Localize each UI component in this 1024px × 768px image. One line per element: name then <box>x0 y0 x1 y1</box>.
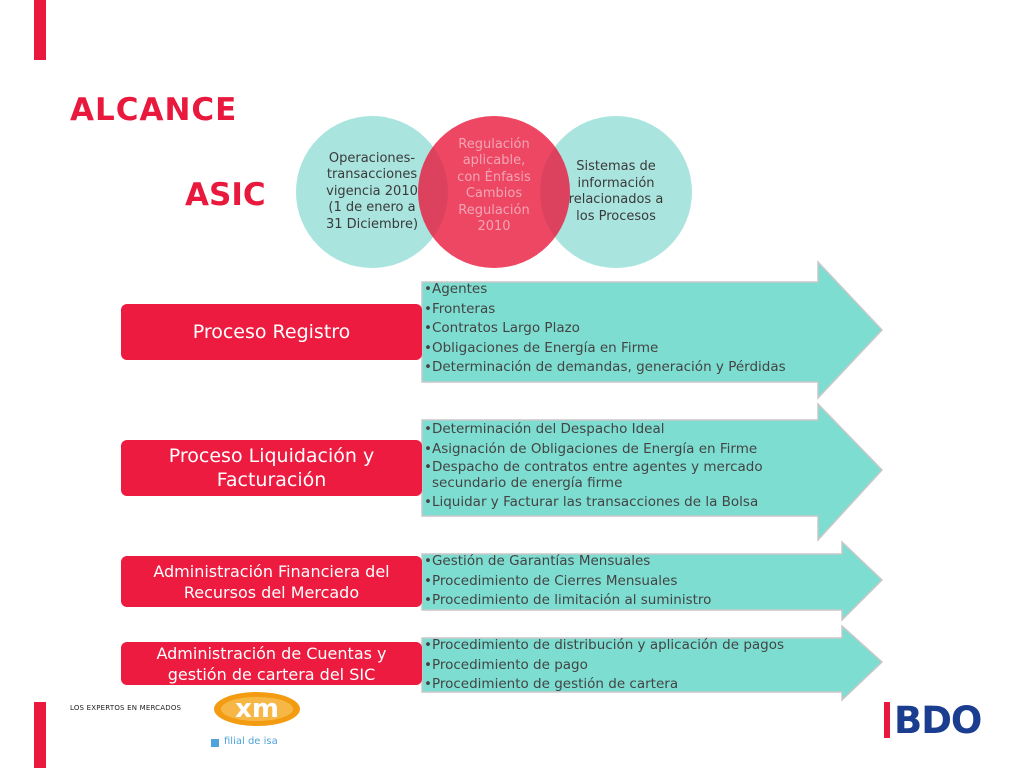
liquidacion-bullet-list: Determinación del Despacho Ideal Asignac… <box>424 420 824 513</box>
process-liquidacion-label: Proceso Liquidación y Facturación <box>168 445 375 491</box>
list-item: Procedimiento de limitación al suministr… <box>424 591 711 611</box>
slide-title: ALCANCE <box>70 92 238 128</box>
slide-subtitle: ASIC <box>185 177 266 213</box>
isa-subtitle: filial de isa <box>224 736 278 747</box>
process-registro-box: Proceso Registro <box>121 304 422 360</box>
process-liquidacion-box: Proceso Liquidación y Facturación <box>121 440 422 496</box>
bdo-logo-bar <box>884 702 890 738</box>
xm-tagline: LOS EXPERTOS EN MERCADOS <box>70 704 182 712</box>
list-item: Despacho de contratos entre agentes y me… <box>424 459 824 491</box>
decorative-bar-top <box>34 0 46 60</box>
list-item: Determinación de demandas, generación y … <box>424 358 786 378</box>
list-item: Agentes <box>424 280 786 300</box>
cuentas-bullet-list: Procedimiento de distribución y aplicaci… <box>424 636 784 695</box>
process-cuentas-box: Administración de Cuentas y gestión de c… <box>121 642 422 685</box>
list-item: Procedimiento de distribución y aplicaci… <box>424 636 784 656</box>
isa-square-icon <box>211 739 219 747</box>
venn-circle-regulation-text: Regulación aplicable, con Énfasis Cambio… <box>457 136 531 235</box>
xm-logo: xm <box>214 692 300 726</box>
process-financiera-box: Administración Financiera del Recursos d… <box>121 556 422 607</box>
list-item: Liquidar y Facturar las transacciones de… <box>424 493 824 513</box>
list-item: Obligaciones de Energía en Firme <box>424 339 786 359</box>
list-item: Procedimiento de pago <box>424 656 784 676</box>
list-item: Procedimiento de gestión de cartera <box>424 675 784 695</box>
financiera-bullet-list: Gestión de Garantías Mensuales Procedimi… <box>424 552 711 611</box>
list-item: Asignación de Obligaciones de Energía en… <box>424 440 824 460</box>
process-financiera-label: Administración Financiera del Recursos d… <box>153 561 390 602</box>
list-item: Fronteras <box>424 300 786 320</box>
list-item: Contratos Largo Plazo <box>424 319 786 339</box>
list-item: Determinación del Despacho Ideal <box>424 420 824 440</box>
process-registro-label: Proceso Registro <box>192 321 351 343</box>
bdo-logo: BDO <box>894 699 982 742</box>
decorative-bar-bottom <box>34 702 46 768</box>
list-item: Procedimiento de Cierres Mensuales <box>424 572 711 592</box>
process-cuentas-label: Administración de Cuentas y gestión de c… <box>156 643 387 684</box>
list-item: Gestión de Garantías Mensuales <box>424 552 711 572</box>
venn-circle-regulation: Regulación aplicable, con Énfasis Cambio… <box>418 116 570 268</box>
venn-circle-operations-text: Operaciones-transacciones vigencia 2010 … <box>325 150 419 232</box>
registro-bullet-list: Agentes Fronteras Contratos Largo Plazo … <box>424 280 786 378</box>
venn-circle-systems-text: Sistemas de información relacionados a l… <box>568 159 664 224</box>
xm-logo-text: xm <box>235 694 279 724</box>
